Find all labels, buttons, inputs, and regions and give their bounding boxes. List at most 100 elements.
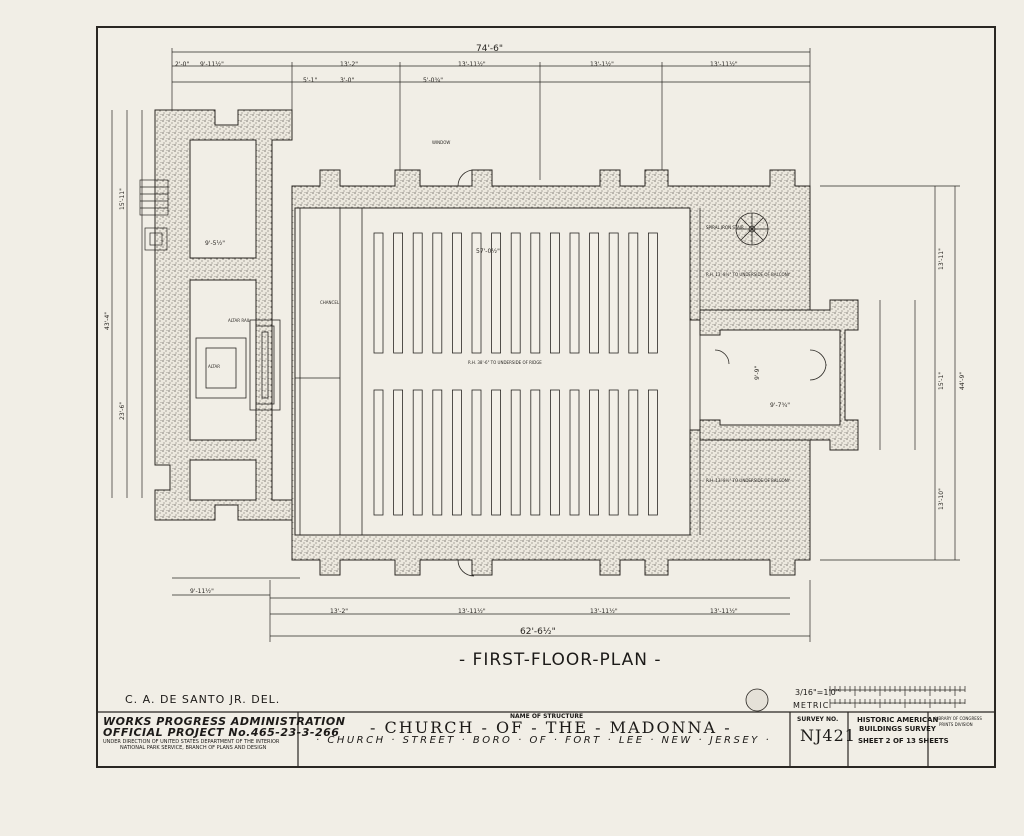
sheet-number: SHEET 2 OF 13 SHEETS bbox=[858, 737, 949, 745]
pew bbox=[471, 232, 482, 354]
pew bbox=[432, 389, 443, 516]
scale-graphic bbox=[745, 688, 965, 712]
pew bbox=[471, 389, 482, 516]
survey-number-label: SURVEY NO. bbox=[797, 716, 839, 723]
name-of-structure-label: NAME OF STRUCTURE bbox=[510, 713, 584, 720]
pew bbox=[648, 389, 658, 516]
pew bbox=[550, 389, 560, 516]
pew bbox=[451, 389, 462, 516]
pew bbox=[491, 232, 502, 354]
nave-walls bbox=[291, 169, 811, 576]
pew bbox=[412, 232, 423, 354]
delineator-credit: C. A. DE SANTO JR. DEL. bbox=[125, 693, 281, 706]
dim-bay-3: 13'-1½" bbox=[590, 61, 614, 68]
pew bbox=[530, 389, 541, 516]
top-dimension-lines bbox=[171, 48, 811, 200]
pew bbox=[569, 232, 580, 354]
dim-bay-2: 13'-11½" bbox=[458, 61, 486, 68]
pew bbox=[628, 232, 639, 354]
note-window: WINDOW bbox=[432, 140, 451, 145]
dim-bottom-left: 9'-11½" bbox=[190, 588, 214, 595]
scale-metric: METRIC bbox=[793, 701, 830, 710]
wpa-line-2: OFFICIAL PROJECT No.465-23-3-266 bbox=[103, 726, 340, 739]
dim-bottom-bay-4: 13'-11½" bbox=[710, 608, 738, 615]
dim-3-0-top: 3'-0" bbox=[340, 77, 355, 84]
structure-name: - CHURCH - OF - THE - MADONNA - bbox=[370, 718, 732, 737]
dim-left-height: 43'-4" bbox=[104, 311, 111, 330]
note-altar-rail: ALTAR RAIL bbox=[228, 318, 251, 323]
dim-overall-width: 74'-6" bbox=[476, 44, 504, 54]
bottom-dimension-lines bbox=[172, 577, 811, 642]
pew bbox=[530, 232, 541, 354]
dim-right-height: 44'-9" bbox=[959, 371, 966, 390]
pews bbox=[373, 232, 658, 516]
pew bbox=[628, 389, 639, 516]
dim-left-bay: 9'-11½" bbox=[200, 61, 224, 68]
pew bbox=[412, 389, 423, 516]
dim-bottom-bay-2: 13'-11½" bbox=[458, 608, 486, 615]
pew bbox=[608, 389, 619, 516]
library-line-1: LIBRARY OF CONGRESS bbox=[935, 716, 982, 721]
entry-stair bbox=[139, 179, 169, 251]
habs-line-2: BUILDINGS SURVEY bbox=[859, 725, 936, 733]
note-balcony-lower: R.H. 13'-8½" TO UNDERSIDE OF BALCONY bbox=[706, 478, 791, 483]
library-line-2: PRINTS DIVISION bbox=[939, 722, 973, 727]
sheet-border bbox=[96, 26, 996, 768]
wpa-line-1: WORKS PROGRESS ADMINISTRATION bbox=[103, 715, 346, 728]
wpa-line-4: NATIONAL PARK SERVICE, BRANCH OF PLANS A… bbox=[120, 745, 267, 751]
wpa-line-3: UNDER DIRECTION OF UNITED STATES DEPARTM… bbox=[103, 739, 280, 745]
pew bbox=[589, 389, 599, 516]
vestibule-walls bbox=[699, 299, 859, 451]
dim-right-mid: 15'-1" bbox=[938, 371, 945, 390]
survey-number: NJ421 bbox=[800, 726, 856, 745]
dim-bay-4: 13'-11½" bbox=[710, 61, 738, 68]
note-ridge-height: R.H. 38'-6" TO UNDERSIDE OF RIDGE bbox=[468, 360, 542, 365]
pew bbox=[569, 389, 580, 516]
pew bbox=[373, 389, 384, 516]
structure-address: · CHURCH · STREET · BORO · OF · FORT · L… bbox=[316, 735, 772, 746]
title-block-frame bbox=[97, 711, 995, 767]
dim-5-1-top: 5'-1" bbox=[303, 77, 318, 84]
scale-imperial: 3/16"=1'0" bbox=[795, 688, 840, 697]
note-balcony-upper: R.H. 13'-8½" TO UNDERSIDE OF BALCONY bbox=[706, 272, 791, 277]
floor-plan-title: - FIRST-FLOOR-PLAN - bbox=[459, 650, 662, 670]
dim-vestibule-height: 9'-9" bbox=[754, 365, 761, 380]
side-dimension-lines bbox=[111, 110, 960, 561]
dim-bottom-bay-1: 13'-2" bbox=[330, 608, 349, 615]
note-spiral-stair: SPIRAL IRON STAIR bbox=[706, 225, 744, 230]
note-altar: ALTAR bbox=[208, 364, 221, 369]
dim-sacristy-width: 9'-5½" bbox=[205, 240, 226, 247]
pew bbox=[432, 232, 443, 354]
dim-2-0-top: 2'-0" bbox=[175, 61, 190, 68]
dim-vestibule-width: 9'-7¾" bbox=[770, 402, 791, 409]
pew bbox=[510, 232, 521, 354]
sacristy-walls bbox=[154, 109, 293, 521]
altar-steps bbox=[195, 319, 281, 411]
dim-nave-length: 57'-0½" bbox=[476, 248, 500, 255]
pew bbox=[393, 389, 404, 516]
dim-5-0-3-4-top: 5'-0¾" bbox=[423, 77, 444, 84]
pew bbox=[648, 232, 658, 354]
pew bbox=[393, 232, 404, 354]
dim-overall-bottom: 62'-6½" bbox=[520, 627, 556, 637]
pew bbox=[510, 389, 521, 516]
scale-ticks bbox=[829, 686, 966, 708]
dim-bay-1: 13'-2" bbox=[340, 61, 359, 68]
note-chancel: CHANCEL bbox=[320, 300, 340, 305]
pew bbox=[451, 232, 462, 354]
dim-mid-left-height: 23'-6" bbox=[119, 401, 126, 420]
pew bbox=[608, 232, 619, 354]
dim-right-upper: 13'-11" bbox=[938, 248, 945, 270]
pew bbox=[491, 389, 502, 516]
pew bbox=[373, 232, 384, 354]
dim-bottom-bay-3: 13'-11½" bbox=[590, 608, 618, 615]
interior-lines bbox=[295, 208, 701, 535]
spiral-stair bbox=[735, 212, 769, 246]
pew bbox=[589, 232, 599, 354]
doors bbox=[457, 169, 827, 577]
dim-right-lower: 13'-10" bbox=[938, 488, 945, 510]
pew bbox=[550, 232, 560, 354]
dim-upper-left-height: 15'-11" bbox=[119, 188, 126, 210]
